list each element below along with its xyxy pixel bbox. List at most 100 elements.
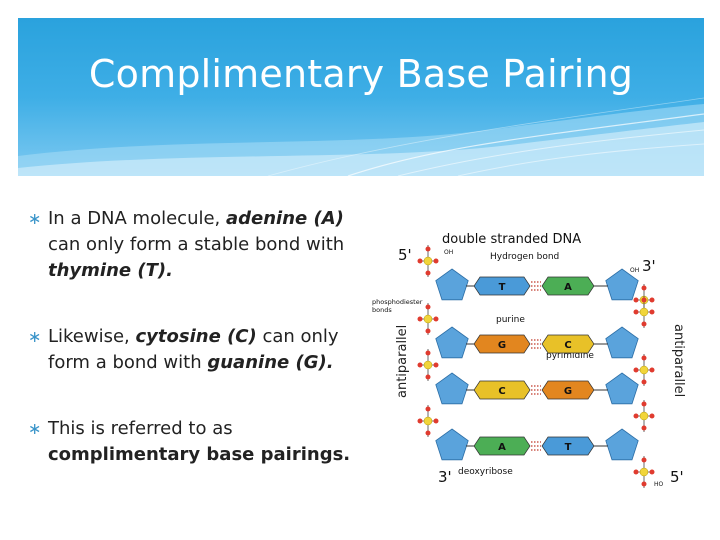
bullet-item: ∗Likewise, cytosine (C) can only form a …	[28, 324, 373, 376]
nucleotide-base-left	[473, 276, 531, 296]
oxygen-atom-l1	[417, 316, 423, 322]
oxygen-atom-r0	[633, 297, 639, 303]
deoxyribose-sugar	[435, 326, 469, 359]
banner-waves	[18, 97, 704, 176]
bullet-text-run: guanine (G).	[207, 352, 334, 373]
oxygen-atom-l1	[433, 316, 439, 322]
oxygen-atom-r4	[641, 457, 647, 463]
deoxyribose-sugar	[605, 372, 639, 405]
phosphate-atom-r4	[639, 467, 649, 477]
base-letter-left: A	[498, 442, 506, 453]
base-letter-left: T	[499, 282, 506, 293]
oxygen-atom-l3	[433, 418, 439, 424]
oxygen-atom-l0	[417, 258, 423, 264]
deoxyribose-sugar	[605, 326, 639, 359]
oxygen-atom-r4	[649, 469, 655, 475]
phosphate-atom-l0	[423, 256, 433, 266]
bullet-marker-icon: ∗	[28, 209, 42, 228]
oxygen-atom-r1	[641, 297, 647, 303]
oxygen-atom-r3	[641, 401, 647, 407]
bullet-text-run: This is referred to as	[48, 418, 233, 439]
nucleotide-base-left	[473, 334, 531, 354]
deoxyribose-sugar	[605, 428, 639, 461]
oxygen-atom-r0	[649, 297, 655, 303]
bullet-marker-icon: ∗	[28, 419, 42, 438]
oxygen-atom-l3	[425, 430, 431, 436]
base-letter-left: G	[498, 340, 506, 351]
purine-label: purine	[496, 315, 525, 325]
antiparallel-left-label: antiparallel	[395, 325, 410, 398]
oxygen-atom-l2	[425, 374, 431, 380]
bullet-marker-icon: ∗	[28, 327, 42, 346]
slide-title: Complimentary Base Pairing	[88, 52, 634, 96]
nucleotide-base-right	[541, 436, 595, 456]
oxygen-atom-l2	[433, 362, 439, 368]
oxygen-atom-l2	[417, 362, 423, 368]
deoxyribose-label: deoxyribose	[458, 467, 513, 477]
oxygen-atom-l0	[425, 270, 431, 276]
antiparallel-right-label: antiparallel	[671, 324, 686, 397]
hydrogen-bond-label: Hydrogen bond	[490, 252, 559, 262]
oxygen-atom-r3	[649, 413, 655, 419]
pyrimidine-label: pyrimidine	[546, 351, 594, 361]
phosphate-atom-l1	[423, 314, 433, 324]
phosphate-atom-r2	[639, 365, 649, 375]
oxygen-atom-r2	[641, 355, 647, 361]
bonds-label: bonds	[372, 306, 392, 314]
oxygen-atom-r0	[641, 285, 647, 291]
oxygen-atom-l2	[425, 350, 431, 356]
deoxyribose-sugar	[435, 372, 469, 405]
base-letter-right: G	[564, 386, 572, 397]
oxygen-atom-r3	[633, 413, 639, 419]
bullet-text-run: adenine (A)	[226, 208, 344, 229]
oxygen-atom-l1	[425, 328, 431, 334]
bullet-list: ∗ In a DNA molecule, adenine (A) can only…	[28, 206, 373, 508]
deoxyribose-sugar	[435, 428, 469, 461]
oxygen-atom-l0	[433, 258, 439, 264]
label-3-top-right: 3'	[642, 257, 656, 275]
oxygen-atom-r4	[633, 469, 639, 475]
bullet-text-run: can only form a bond with	[48, 326, 339, 373]
oxygen-atom-l0	[425, 246, 431, 252]
deoxyribose-sugar	[435, 268, 469, 301]
oxygen-atom-r1	[633, 309, 639, 315]
oh-top-left: OH	[444, 249, 453, 256]
oxygen-atom-r2	[641, 379, 647, 385]
oxygen-atom-l3	[425, 406, 431, 412]
oxygen-atom-r1	[649, 309, 655, 315]
phosphate-atom-r1	[639, 307, 649, 317]
oxygen-atom-r3	[641, 425, 647, 431]
deoxyribose-sugar	[605, 268, 639, 301]
phosphate-atom-l3	[423, 416, 433, 426]
nucleotide-base-right	[541, 380, 595, 400]
ho-bottom-right: HO	[654, 481, 664, 488]
bullet-item: ∗ This is referred to as complimentary ba…	[28, 416, 373, 468]
title-banner	[18, 18, 704, 176]
phosphate-atom-r3	[639, 411, 649, 421]
label-5-top-left: 5'	[398, 246, 412, 264]
diagram-title: double stranded DNA	[442, 232, 581, 247]
bullet-text-run: complimentary base pairings.	[48, 444, 351, 465]
oxygen-atom-r1	[641, 321, 647, 327]
dna-diagram: double stranded DNA Hydrogen bond 5' 3' …	[372, 232, 686, 488]
bullet-text-run: thymine (T).	[48, 260, 173, 281]
label-3-bottom-left: 3'	[438, 468, 452, 486]
base-letter-right: T	[565, 442, 572, 453]
base-letter-right: C	[564, 340, 571, 351]
nucleotide-base-left	[473, 436, 531, 456]
phosphodiester-label: phosphodiester	[372, 298, 423, 306]
nucleotide-base-right	[541, 334, 595, 354]
bullet-text-run: In a DNA molecule,	[48, 208, 226, 229]
label-5-bottom-right: 5'	[670, 468, 684, 486]
bullet-text-run: cytosine (C)	[135, 326, 257, 347]
oxygen-atom-l3	[417, 418, 423, 424]
base-letter-right: A	[564, 282, 572, 293]
oxygen-atom-r4	[641, 481, 647, 487]
phosphate-atom-l2	[423, 360, 433, 370]
oxygen-atom-r2	[649, 367, 655, 373]
oxygen-atom-l1	[425, 304, 431, 310]
bullet-item: ∗In a DNA molecule, adenine (A) can only…	[28, 206, 373, 284]
oh-top-right: OH	[630, 267, 639, 274]
base-letter-left: C	[498, 386, 505, 397]
